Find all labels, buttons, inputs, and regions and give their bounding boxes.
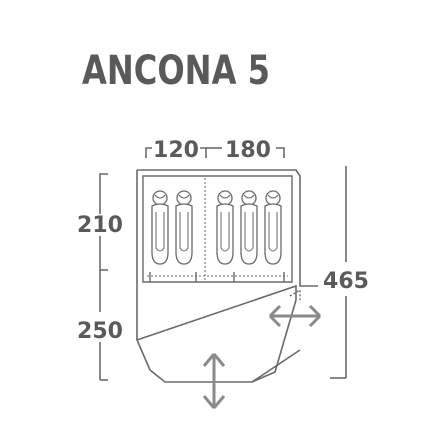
sleeper-icon — [240, 190, 258, 265]
sleeper-icon — [216, 190, 234, 265]
total-depth-label: 465 — [323, 269, 369, 294]
sleeping-bay-left — [151, 190, 193, 265]
right-total-depth-dimension: 465 — [323, 166, 369, 379]
sleeper-icon — [151, 190, 169, 265]
top-width-dimension: 120 180 — [145, 138, 285, 163]
sleeper-icon — [264, 190, 282, 265]
sleeping-bay-right — [216, 190, 282, 265]
side-door — [289, 288, 301, 300]
front-door — [168, 349, 301, 383]
bedroom-dividers — [147, 178, 288, 282]
depth-bedroom-label: 210 — [77, 213, 123, 238]
width-right-label: 180 — [225, 138, 271, 163]
left-depth-dimension: 210 250 — [77, 173, 123, 381]
product-title: ANCONA 5 — [82, 48, 270, 94]
depth-living-label: 250 — [77, 319, 123, 344]
double-arrow-horizontal-icon — [268, 304, 322, 328]
double-arrow-vertical-icon — [202, 353, 226, 409]
tent-outline — [135, 169, 318, 383]
width-left-label: 120 — [153, 138, 199, 163]
sleeper-icon — [175, 190, 193, 265]
